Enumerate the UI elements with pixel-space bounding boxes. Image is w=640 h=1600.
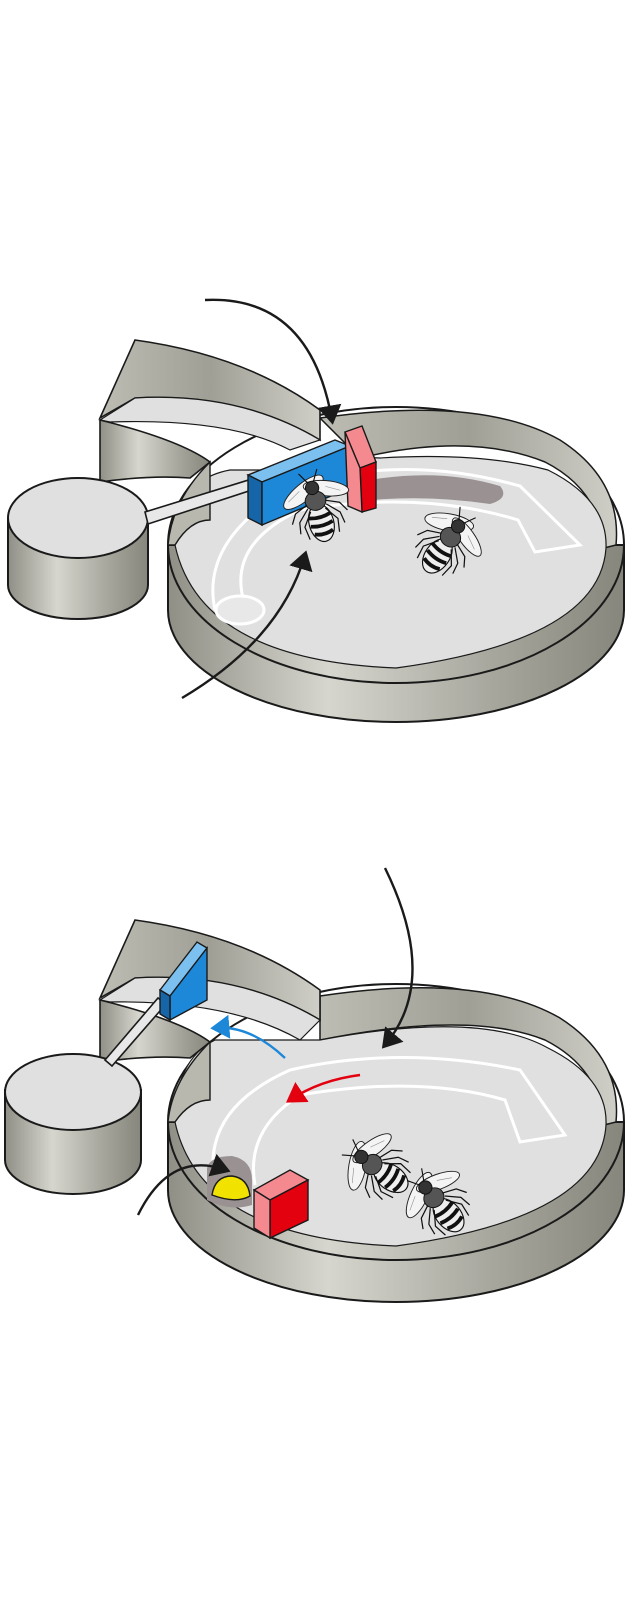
track-end-hole bbox=[214, 594, 266, 626]
arrow-top-entry bbox=[204, 298, 342, 425]
arena-inner-wall bbox=[319, 987, 618, 1126]
arrow-red-direction bbox=[286, 1073, 361, 1103]
reservoir-top bbox=[4, 1053, 142, 1131]
arrow-bottom-entry bbox=[181, 550, 313, 700]
arena-inner-wall bbox=[318, 409, 618, 549]
corridor-front-wall bbox=[99, 418, 212, 483]
red-block bbox=[252, 1169, 310, 1240]
sugar-token-icon bbox=[211, 1175, 251, 1201]
panel-bottom bbox=[4, 867, 625, 1303]
arrow-token-pointer bbox=[136, 1153, 231, 1216]
red-block bbox=[344, 425, 377, 514]
arrow-blue-direction bbox=[210, 1014, 286, 1059]
feeder-groove bbox=[370, 475, 504, 504]
blue-block bbox=[158, 941, 209, 1022]
reservoir-top bbox=[7, 477, 149, 559]
panel-top bbox=[7, 298, 625, 723]
corridor-floor bbox=[98, 396, 322, 451]
arrow-top-entry bbox=[381, 867, 414, 1049]
